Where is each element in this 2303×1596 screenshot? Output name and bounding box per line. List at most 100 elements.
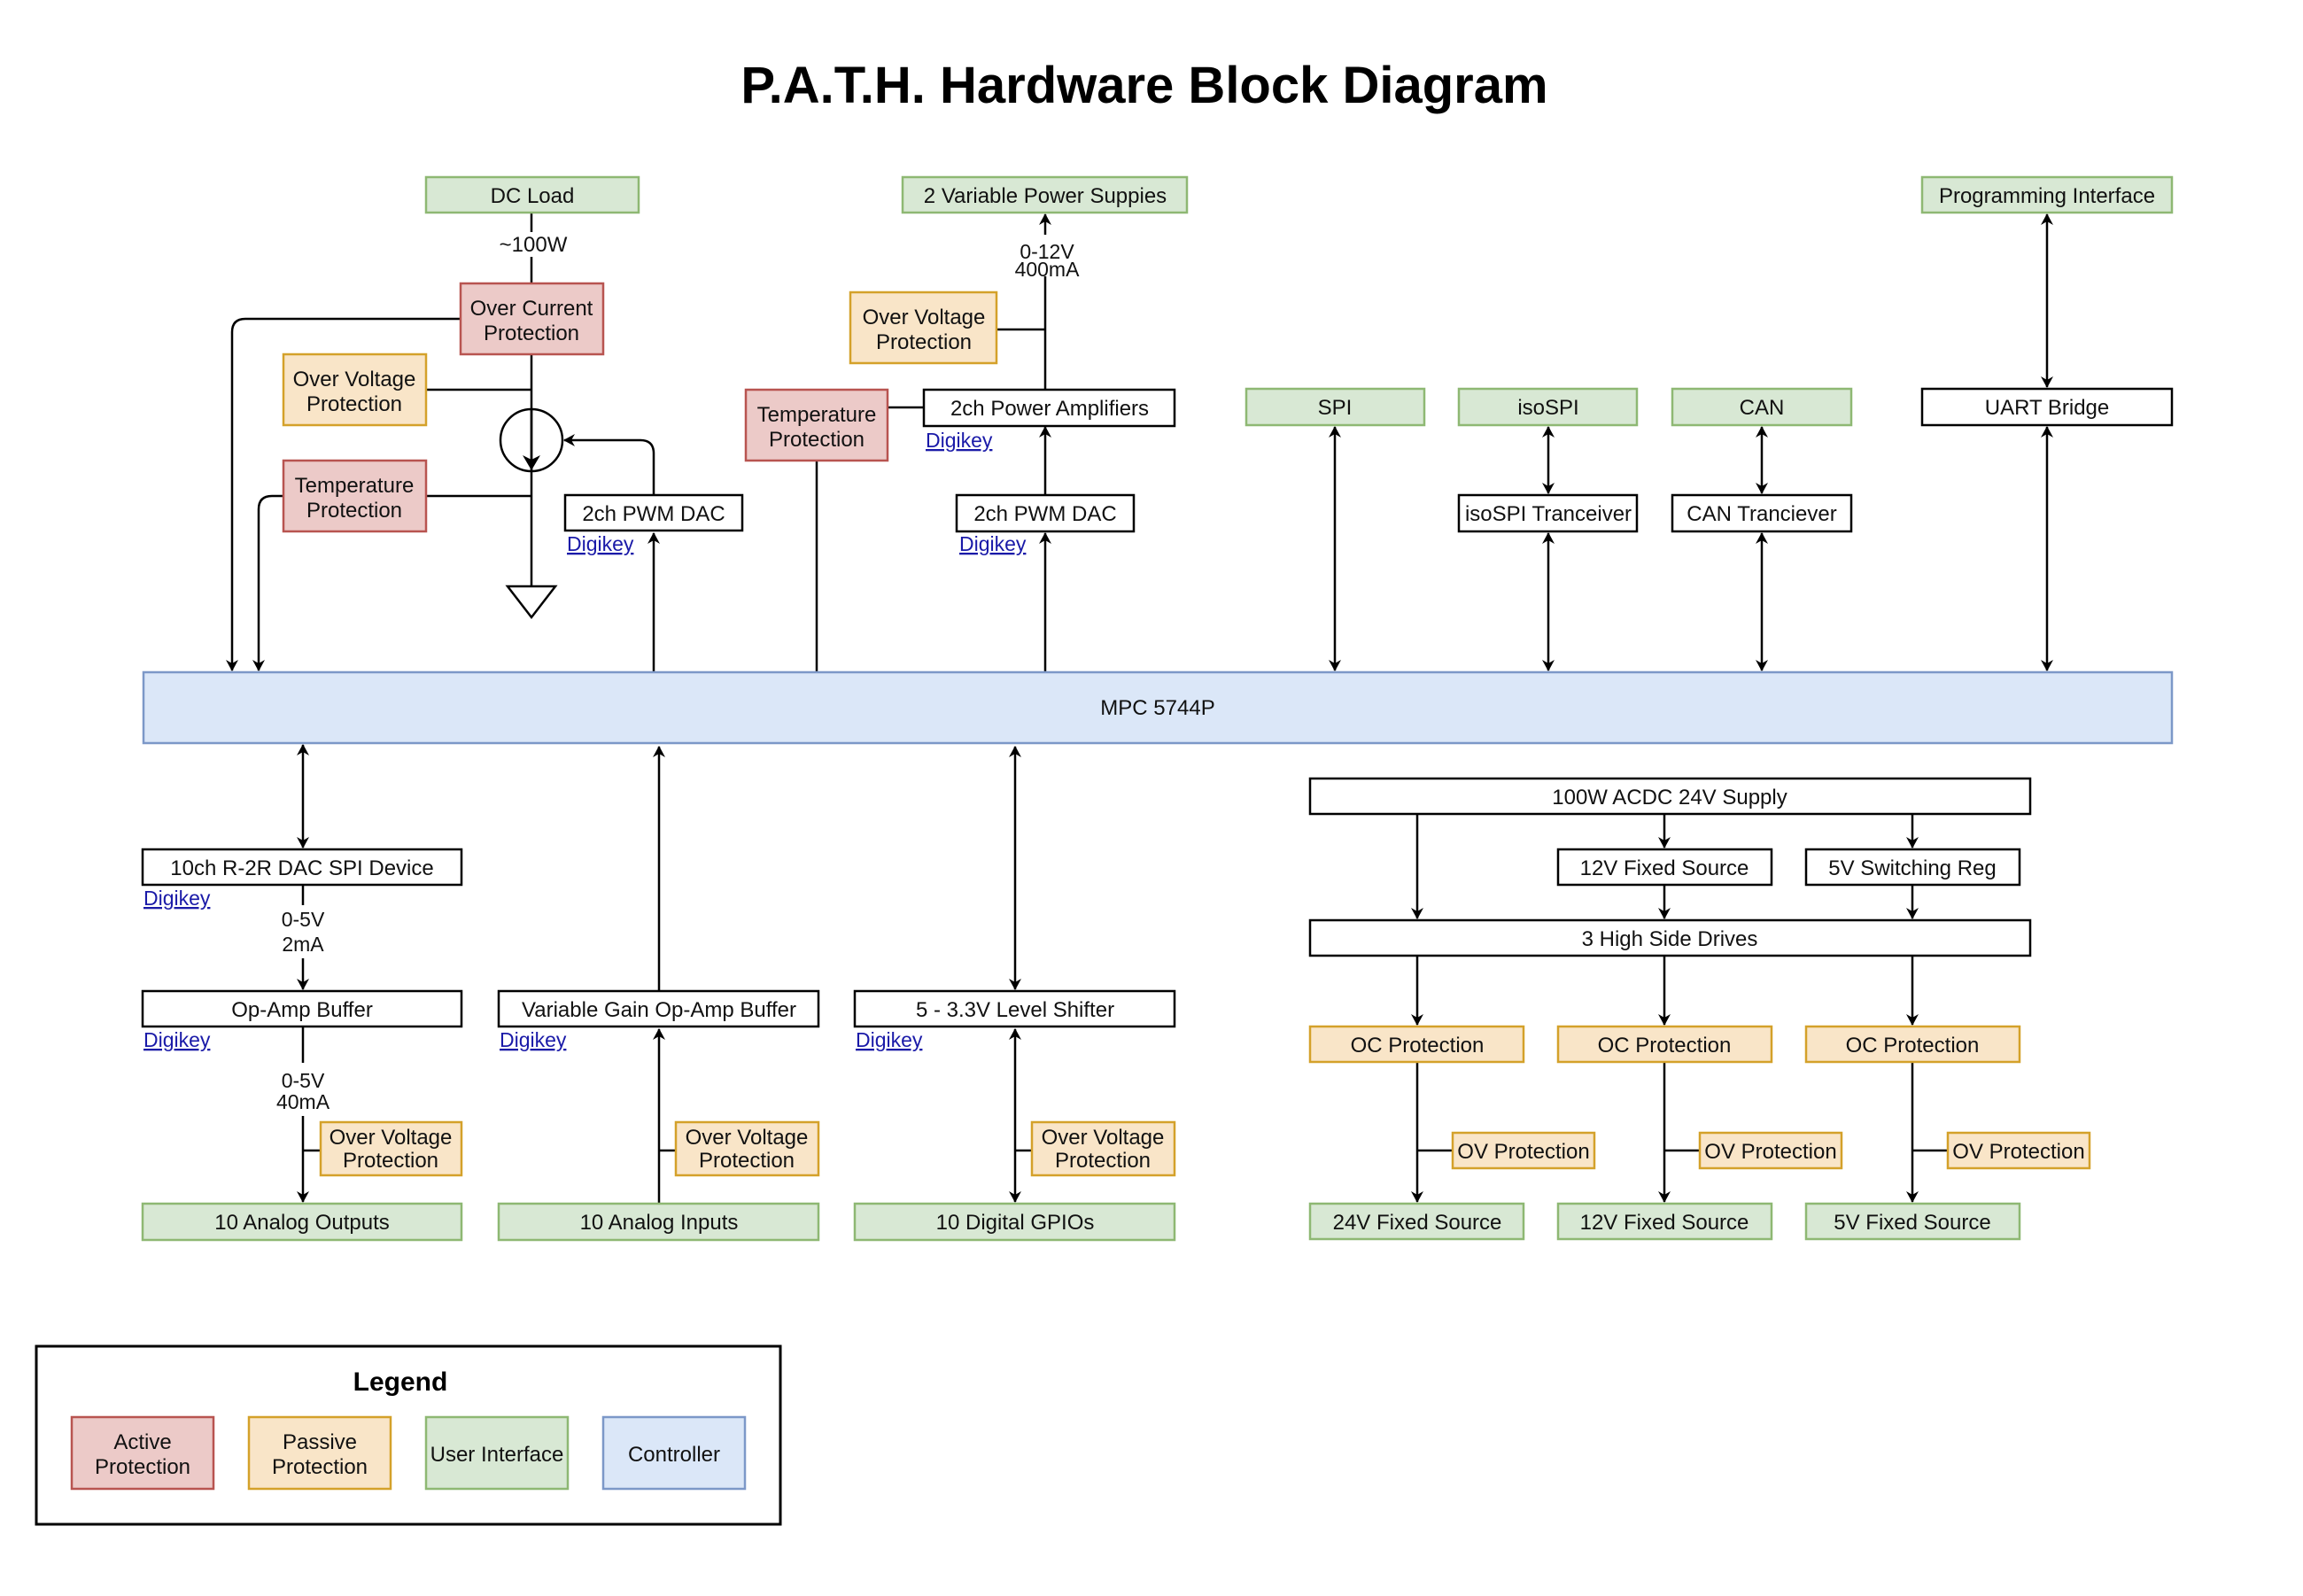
- switching-5v-reg-box[interactable]: 5V Switching Reg: [1804, 848, 2021, 887]
- power-amplifiers-box[interactable]: 2ch Power Amplifiers: [922, 388, 1176, 428]
- uart-bridge-label: UART Bridge: [1985, 396, 2110, 420]
- temperature-protection-left-box[interactable]: Temperature Protection: [282, 459, 428, 533]
- programming-interface-box[interactable]: Programming Interface: [1920, 175, 2174, 214]
- ocp-label-line1: Over Current: [470, 297, 593, 321]
- ov-protection-box-1[interactable]: OV Protection: [1451, 1131, 1596, 1170]
- ov-protection-box-2[interactable]: OV Protection: [1698, 1131, 1843, 1170]
- var-gain-digikey-link[interactable]: Digikey: [500, 1028, 567, 1051]
- supply-rating-current: 400mA: [1015, 258, 1081, 281]
- analog-outputs-box[interactable]: 10 Analog Outputs: [141, 1202, 463, 1242]
- programming-interface-label: Programming Interface: [1939, 184, 2155, 208]
- fixed-source-label-2: 12V Fixed Source: [1580, 1211, 1749, 1235]
- pwm-dac-left-label: 2ch PWM DAC: [582, 502, 725, 526]
- variable-gain-buffer-box[interactable]: Variable Gain Op-Amp Buffer: [497, 989, 820, 1028]
- ocp-label-line2: Protection: [484, 322, 579, 345]
- opamp-buffer-box[interactable]: Op-Amp Buffer: [141, 989, 463, 1028]
- fixed-12v-label: 12V Fixed Source: [1580, 856, 1749, 880]
- dac-rating-voltage: 0-5V: [282, 908, 325, 931]
- pwm-dac-mid-label: 2ch PWM DAC: [973, 502, 1116, 526]
- power-amps-digikey-link[interactable]: Digikey: [926, 429, 993, 452]
- oc-protection-box-3[interactable]: OC Protection: [1804, 1025, 2021, 1064]
- analog-inputs-label: 10 Analog Inputs: [580, 1211, 739, 1235]
- fixed-source-box-3[interactable]: 5V Fixed Source: [1804, 1202, 2021, 1241]
- legend-active-line2: Protection: [95, 1455, 190, 1479]
- legend-item-active-protection: Active Protection: [70, 1415, 215, 1491]
- spi-box[interactable]: SPI: [1245, 387, 1426, 427]
- can-box[interactable]: CAN: [1671, 387, 1853, 427]
- switching-5v-label: 5V Switching Reg: [1828, 856, 1996, 880]
- variable-supplies-label: 2 Variable Power Suppies: [924, 184, 1167, 208]
- var-gain-buffer-label: Variable Gain Op-Amp Buffer: [522, 998, 796, 1022]
- digital-gpios-box[interactable]: 10 Digital GPIOs: [853, 1202, 1176, 1242]
- isospi-box[interactable]: isoSPI: [1457, 387, 1639, 427]
- acdc-supply-box[interactable]: 100W ACDC 24V Supply: [1308, 777, 2032, 816]
- ov-inputs-line1: Over Voltage: [686, 1126, 809, 1150]
- legend-passive-line2: Protection: [272, 1455, 368, 1479]
- ground-icon: [505, 585, 558, 620]
- over-current-protection-box[interactable]: Over Current Protection: [459, 282, 605, 356]
- fixed-source-label-3: 5V Fixed Source: [1834, 1211, 1990, 1235]
- controller-mpc[interactable]: MPC 5744P: [142, 670, 2174, 745]
- ov-mid-line1: Over Voltage: [863, 306, 986, 329]
- ov-gpio-line2: Protection: [1055, 1149, 1151, 1173]
- variable-power-supplies-box[interactable]: 2 Variable Power Suppies: [901, 175, 1189, 214]
- dc-load-power-label: ~100W: [500, 233, 568, 257]
- pwm-dac-mid-box[interactable]: 2ch PWM DAC: [955, 493, 1136, 533]
- temp-left-line1: Temperature: [295, 474, 415, 498]
- temperature-protection-mid-box[interactable]: Temperature Protection: [744, 388, 889, 462]
- level-shifter-box[interactable]: 5 - 3.3V Level Shifter: [853, 989, 1176, 1028]
- analog-outputs-label: 10 Analog Outputs: [214, 1211, 389, 1235]
- legend-item-user-interface: User Interface: [424, 1415, 570, 1491]
- isospi-transceiver-box[interactable]: isoSPI Tranceiver: [1457, 493, 1639, 533]
- ov-protection-label-1: OV Protection: [1457, 1140, 1589, 1164]
- legend-item-controller: Controller: [601, 1415, 747, 1491]
- spi-label: SPI: [1318, 396, 1353, 420]
- dac-spi-device-box[interactable]: 10ch R-2R DAC SPI Device: [141, 848, 463, 887]
- pwm-dac-mid-digikey-link[interactable]: Digikey: [959, 532, 1027, 555]
- connections: [226, 213, 2053, 1204]
- fixed-source-box-1[interactable]: 24V Fixed Source: [1308, 1202, 1525, 1241]
- analog-inputs-box[interactable]: 10 Analog Inputs: [497, 1202, 820, 1242]
- dac-rating-current: 2mA: [282, 933, 324, 956]
- ov-mid-line2: Protection: [876, 330, 972, 354]
- can-transceiver-box[interactable]: CAN Tranciever: [1671, 493, 1853, 533]
- dac-spi-digikey-link[interactable]: Digikey: [143, 887, 211, 910]
- dc-load-box[interactable]: DC Load: [424, 175, 640, 214]
- isospi-transceiver-label: isoSPI Tranceiver: [1465, 502, 1632, 526]
- wire-temp-to-mpc: [252, 494, 283, 671]
- fixed-12v-source-box[interactable]: 12V Fixed Source: [1556, 848, 1773, 887]
- oc-protection-label-3: OC Protection: [1846, 1034, 1980, 1058]
- temp-left-line2: Protection: [306, 499, 402, 523]
- over-voltage-protection-left-box[interactable]: Over Voltage Protection: [282, 353, 428, 427]
- ov-protection-outputs-box[interactable]: Over Voltage Protection: [319, 1120, 463, 1177]
- oc-protection-box-2[interactable]: OC Protection: [1556, 1025, 1773, 1064]
- can-label: CAN: [1740, 396, 1785, 420]
- legend: Legend Active Protection Passive Protect…: [35, 1344, 782, 1526]
- ov-protection-inputs-box[interactable]: Over Voltage Protection: [674, 1120, 820, 1177]
- ov-protection-gpio-box[interactable]: Over Voltage Protection: [1030, 1120, 1176, 1177]
- wire-pwm-to-source: [563, 434, 655, 495]
- uart-bridge-box[interactable]: UART Bridge: [1920, 387, 2174, 427]
- pwm-dac-left-box[interactable]: 2ch PWM DAC: [563, 493, 744, 532]
- supply-rating-voltage: 0-12V: [1020, 240, 1074, 263]
- ov-gpio-line1: Over Voltage: [1042, 1126, 1165, 1150]
- ov-protection-box-3[interactable]: OV Protection: [1946, 1131, 2091, 1170]
- ov-protection-label-2: OV Protection: [1704, 1140, 1836, 1164]
- legend-passive-line1: Passive: [283, 1430, 357, 1454]
- oc-protection-box-1[interactable]: OC Protection: [1308, 1025, 1525, 1064]
- legend-controller-label: Controller: [628, 1443, 720, 1467]
- over-voltage-protection-mid-box[interactable]: Over Voltage Protection: [849, 291, 998, 365]
- high-side-drives-box[interactable]: 3 High Side Drives: [1308, 918, 2032, 957]
- controller-label: MPC 5744P: [1100, 696, 1214, 720]
- opamp-rating-voltage: 0-5V: [282, 1069, 325, 1092]
- pwm-dac-left-digikey-link[interactable]: Digikey: [567, 532, 634, 555]
- fixed-source-box-2[interactable]: 12V Fixed Source: [1556, 1202, 1773, 1241]
- fixed-source-label-1: 24V Fixed Source: [1333, 1211, 1502, 1235]
- ov-outputs-line1: Over Voltage: [330, 1126, 453, 1150]
- opamp-buffer-digikey-link[interactable]: Digikey: [143, 1028, 211, 1051]
- dc-load-label: DC Load: [491, 184, 575, 208]
- level-shifter-label: 5 - 3.3V Level Shifter: [916, 998, 1114, 1022]
- level-shifter-digikey-link[interactable]: Digikey: [856, 1028, 923, 1051]
- legend-active-line1: Active: [113, 1430, 171, 1454]
- wire-ocp-to-mpc: [226, 317, 461, 671]
